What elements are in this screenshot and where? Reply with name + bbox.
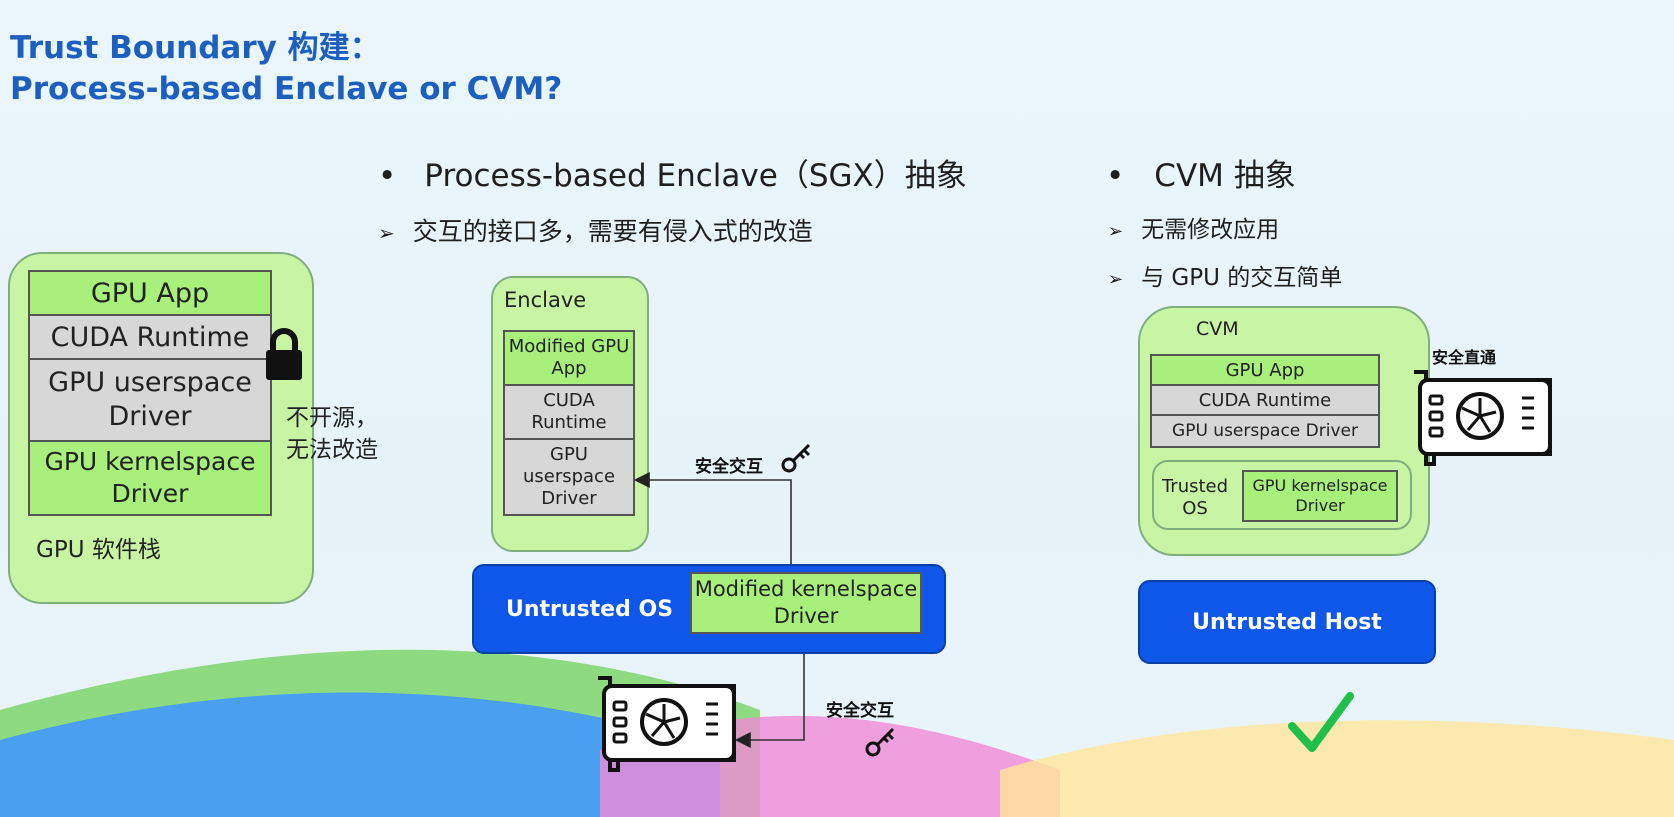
background-waves <box>0 649 1674 817</box>
key-icon <box>781 443 811 473</box>
layer-userspace-driver: GPU userspace Driver <box>28 358 272 442</box>
enclave-bullet: •Process-based Enclave（SGX）抽象 <box>378 158 967 194</box>
untrusted-host-box: Untrusted Host <box>1138 580 1436 664</box>
gpu-stack-caption: GPU 软件栈 <box>36 537 161 563</box>
gpu-card-icon-cvm <box>1414 370 1552 466</box>
cvm-layer-gpu-app: GPU App <box>1150 354 1380 386</box>
arrow-bullet-icon: ➢ <box>378 221 395 245</box>
cvm-layer-cuda-runtime: CUDA Runtime <box>1150 384 1380 416</box>
arrow-bullet-icon: ➢ <box>1108 269 1124 290</box>
secure-interaction-label-bottom: 安全交互 <box>826 701 894 721</box>
untrusted-os-label: Untrusted OS <box>506 597 674 622</box>
trusted-os-label: Trusted OS <box>1161 476 1229 519</box>
cvm-sub-point-2: ➢与 GPU 的交互简单 <box>1108 265 1343 291</box>
enclave-sub-point: ➢交互的接口多，需要有侵入式的改造 <box>378 217 813 246</box>
enclave-layer-userspace-driver: GPU userspace Driver <box>503 438 635 516</box>
gpu-card-icon <box>598 676 736 772</box>
page-title: Trust Boundary 构建： Process-based Enclave… <box>10 30 563 107</box>
cvm-layer-userspace-driver: GPU userspace Driver <box>1150 414 1380 448</box>
closed-source-note: 不开源， 无法改造 <box>286 405 378 463</box>
key-icon-bottom <box>865 727 895 757</box>
enclave-layer-modified-app: Modified GPU App <box>503 330 635 386</box>
cvm-bullet: •CVM 抽象 <box>1106 158 1296 194</box>
check-icon <box>1288 692 1354 752</box>
enclave-label: Enclave <box>504 288 587 312</box>
arrow-bullet-icon: ➢ <box>1108 221 1124 242</box>
secure-passthrough-label: 安全直通 <box>1432 348 1497 367</box>
layer-cuda-runtime: CUDA Runtime <box>28 314 272 360</box>
modified-kernelspace-driver: Modified kernelspace Driver <box>690 572 922 634</box>
layer-kernelspace-driver: GPU kernelspace Driver <box>28 440 272 516</box>
cvm-label: CVM <box>1196 318 1239 340</box>
cvm-kernelspace-driver: GPU kernelspace Driver <box>1242 470 1398 522</box>
cvm-sub-point-1: ➢无需修改应用 <box>1108 217 1280 243</box>
layer-gpu-app: GPU App <box>28 270 272 316</box>
lock-icon <box>266 328 302 380</box>
secure-interaction-label-top: 安全交互 <box>695 457 763 477</box>
